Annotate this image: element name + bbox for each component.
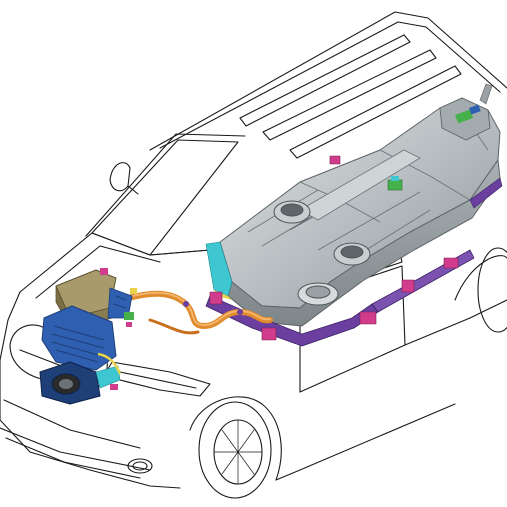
battery-service-plug [387,179,403,191]
battery-bosses [273,200,371,306]
door-lower [299,317,471,393]
lower-grille [3,399,141,449]
roof-rail-2 [262,49,437,141]
windshield-frame [85,133,246,237]
rocker [275,403,456,481]
rear-wheel-arch [454,255,507,301]
windshield [91,139,239,256]
pe-terminal [100,268,108,275]
side-mirror [109,162,131,192]
battery-pack [219,83,501,327]
roof-rail-3 [289,65,462,159]
rear-quarter [469,299,507,319]
battery-mounting-frame [205,155,503,347]
frame-rear-crossmember [469,177,503,209]
battery-spine [299,149,421,221]
pe-wiring-cluster [107,287,137,327]
hv-cable-orange-highlight [119,291,271,327]
motor-mount [95,365,121,389]
motor-housing [41,305,117,371]
roof-rail-1 [239,34,411,127]
headlight-inner [119,371,197,389]
rear-wheel [477,247,507,333]
motor-cooling-hose [97,352,122,375]
battery-connector-blue [468,104,481,115]
electric-motor [39,305,122,405]
front-fascia [0,291,181,489]
fog-light-inner [132,461,148,471]
bumper-line [0,427,151,471]
battery-connector-green [455,109,474,124]
motor-shaft-center [59,379,73,389]
hv-cable-clip-1 [183,301,189,307]
hv-cable-return [148,318,200,335]
mirror-arm [127,185,139,195]
fog-light [127,458,153,474]
motor-fins [51,325,105,363]
frame-cyan-trim [205,241,233,297]
roof-outline [149,11,507,151]
frame-brackets [209,155,459,341]
front-wheel-spokes [213,419,263,485]
hood-crease [35,245,161,299]
service-plug-cap [391,176,399,181]
battery-vent-pipe [479,83,493,105]
bumper-line-2 [5,437,141,479]
roof-edge-inner [159,21,501,149]
hv-cable-clip-2 [237,309,243,315]
front-wheel [198,401,272,499]
high-voltage-cable [117,290,273,335]
front-wheel-arch [189,396,282,481]
motor-sensor [110,384,118,390]
